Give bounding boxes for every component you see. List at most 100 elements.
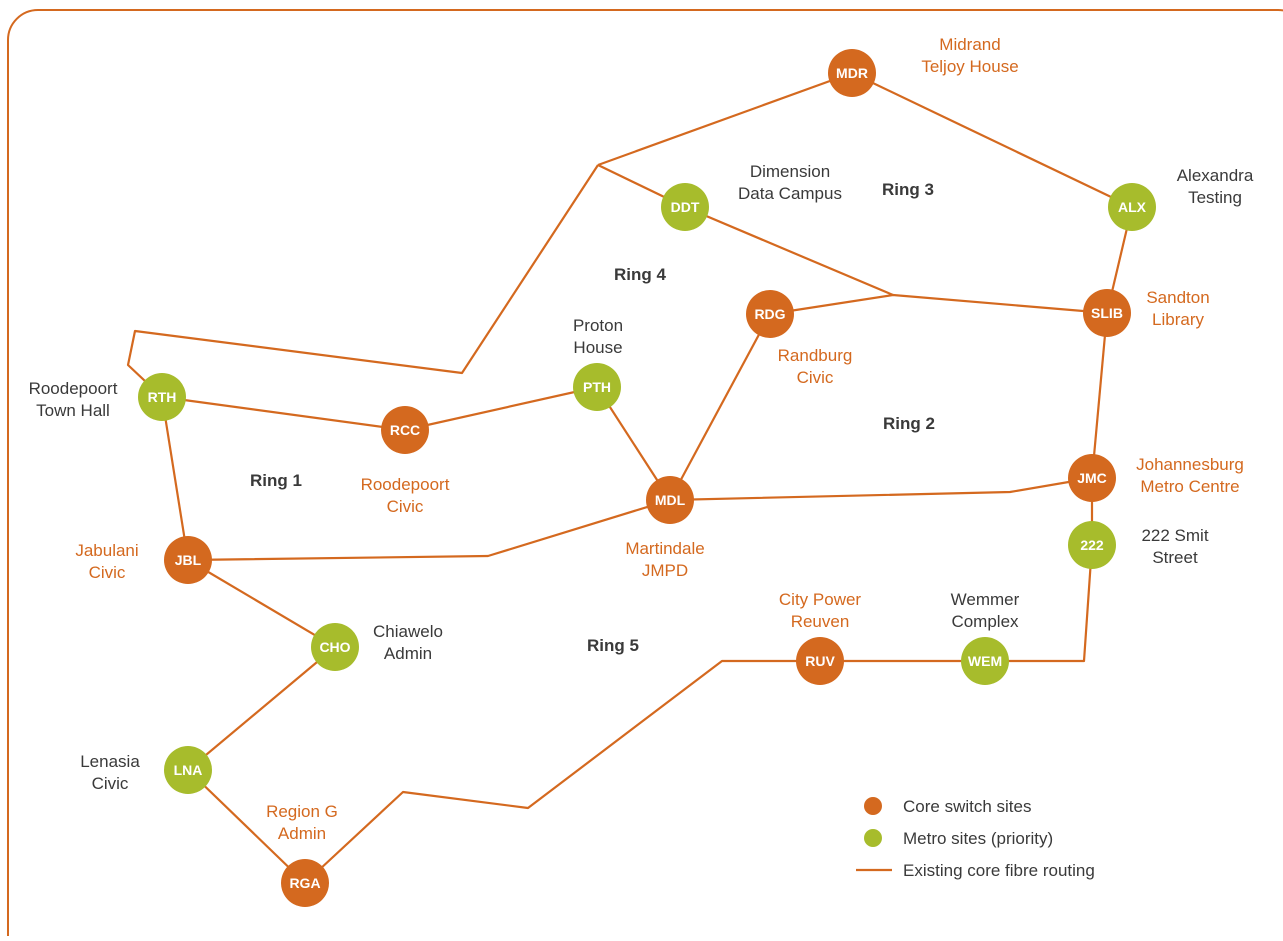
site-name-line: Reuven [791,612,850,631]
site-code: SLIB [1091,305,1123,321]
site-node-mdl: MDL [646,476,694,524]
site-name-line: Roodepoort [29,379,118,398]
route-mdl-jbl [187,498,671,562]
site-name-line: Library [1152,310,1204,329]
route-lna-rga [187,769,306,884]
site-name-line: Civic [797,368,834,387]
site-name-line: Chiawelo [373,622,443,641]
site-node-rth: RTH [138,373,186,421]
site-name-line: Complex [951,612,1019,631]
fibre-routes [126,71,1134,884]
route-mdl-jmc [669,476,1093,502]
site-code: RCC [390,422,420,438]
legend-core-label: Core switch sites [903,797,1031,816]
route-rth-rcc [161,395,406,432]
route-cho-lna [187,646,336,771]
site-node-circle [164,746,212,794]
site-node-ddt: DDT [661,183,709,231]
site-code: RGA [289,875,320,891]
site-name-line: Metro Centre [1140,477,1239,496]
site-code: DDT [671,199,700,215]
site-code: RTH [148,389,177,405]
site-name-line: Johannesburg [1136,455,1244,474]
site-name-line: Civic [89,563,126,582]
ring-label-5: Ring 5 [587,636,639,655]
site-node-circle [661,183,709,231]
site-code: MDL [655,492,686,508]
site-code: MDR [836,65,868,81]
route-mdl-rdg [669,313,771,501]
diagram-frame [7,9,1283,941]
site-code: CHO [319,639,350,655]
route-jbl-cho [187,559,336,648]
site-name-line: Randburg [778,346,853,365]
site-node-cho: CHO [311,623,359,671]
site-node-rdg: RDG [746,290,794,338]
site-node-circle [381,406,429,454]
site-node-s222: 222 [1068,521,1116,569]
site-code: 222 [1080,537,1104,553]
site-node-ruv: RUV [796,637,844,685]
site-node-pth: PTH [573,363,621,411]
ring-label-4: Ring 4 [614,265,666,284]
site-name-line: JMPD [642,561,688,580]
legend-core-dot [864,797,882,815]
route-junction-rth [126,164,599,398]
legend-metro-label: Metro sites (priority) [903,829,1053,848]
site-code: JBL [175,552,202,568]
site-node-circle [646,476,694,524]
site-code: LNA [174,762,203,778]
site-name-line: Admin [384,644,432,663]
site-name-line: Lenasia [80,752,140,771]
site-name-line: Teljoy House [921,57,1018,76]
site-node-circle [828,49,876,97]
route-rth-jbl [160,396,190,561]
site-node-jbl: JBL [164,536,212,584]
site-code: RDG [754,306,785,322]
site-name-line: Civic [387,497,424,516]
site-name-line: Martindale [625,539,704,558]
site-node-circle [1068,521,1116,569]
ring-labels: Ring 1 Ring 2 Ring 3 Ring 4 Ring 5 [250,180,935,655]
site-name-line: Sandton [1146,288,1209,307]
legend-metro-dot [864,829,882,847]
site-node-circle [796,637,844,685]
route-ddt-slib-junction [684,205,894,297]
site-code: JMC [1077,470,1107,486]
ring-label-3: Ring 3 [882,180,934,199]
site-name-line: Civic [92,774,129,793]
site-name-line: Wemmer [951,590,1020,609]
site-name-line: Proton [573,316,623,335]
site-name-line: Street [1152,548,1198,567]
site-code: ALX [1118,199,1147,215]
route-rdg-junction-slib [769,293,1108,316]
site-name-line: Admin [278,824,326,843]
site-node-wem: WEM [961,637,1009,685]
site-node-circle [311,623,359,671]
site-node-circle [138,373,186,421]
site-code: PTH [583,379,611,395]
site-name-line: Testing [1188,188,1242,207]
site-name-line: Roodepoort [361,475,450,494]
route-rcc-pth [404,385,598,432]
site-code: RUV [805,653,835,669]
route-mdr-alx [851,72,1133,208]
site-name-line: Dimension [750,162,830,181]
site-node-rcc: RCC [381,406,429,454]
site-name-line: Alexandra [1177,166,1254,185]
